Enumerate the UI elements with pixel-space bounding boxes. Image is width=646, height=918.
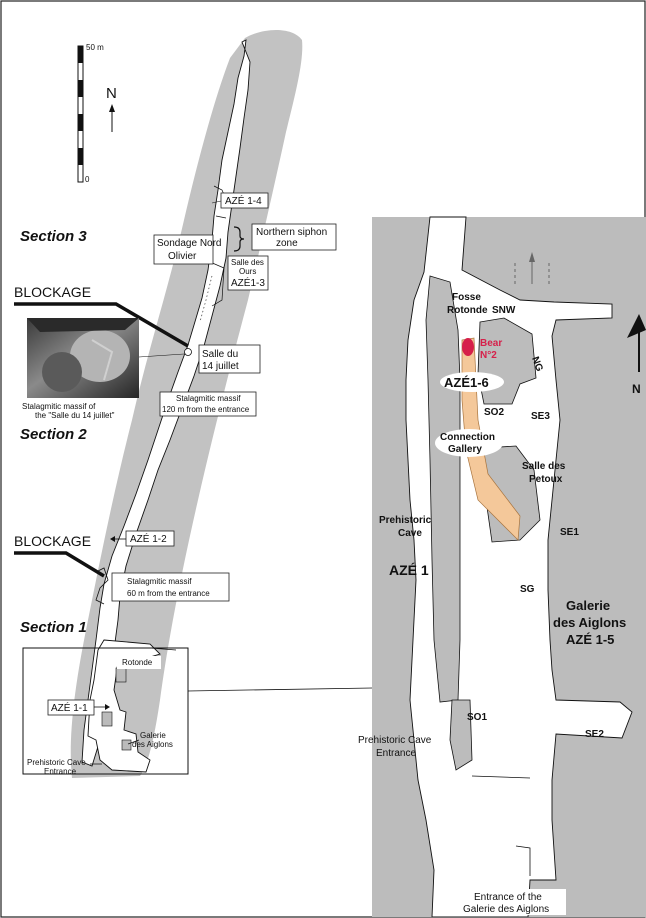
label-so2: SO2 — [484, 407, 504, 418]
label-salle-ours-2: Ours — [239, 267, 256, 276]
label-aze-1-3: AZÉ1-3 — [231, 276, 265, 289]
label-northern-siphon-1: Northern siphon — [256, 227, 327, 238]
label-stal-60-1: Stalagmitic massif — [127, 577, 192, 586]
photo-caption-line2: the "Salle du 14 juillet" — [35, 411, 115, 420]
dashed-arrows — [514, 252, 550, 284]
inset-connector — [187, 687, 373, 692]
label-prehistoric-cave-2: Cave — [398, 528, 422, 539]
label-salle-14-1: Salle du — [202, 349, 238, 360]
stalagmite-photo — [27, 318, 139, 398]
label-snw: SNW — [492, 305, 516, 316]
label-sondage-1: Sondage Nord — [157, 238, 222, 249]
label-stal-120-2: 120 m from the entrance — [162, 405, 250, 414]
svg-text:N: N — [106, 85, 117, 102]
label-northern-siphon-2: zone — [276, 238, 298, 249]
label-aze-1-2: AZÉ 1-2 — [130, 532, 167, 545]
blockage-leader-upper — [14, 302, 189, 348]
label-salle-petoux-2: Petoux — [529, 474, 563, 485]
label-aiglons-entrance-2: Galerie des Aiglons — [463, 904, 549, 915]
label-aze-1-1: AZÉ 1-1 — [51, 701, 88, 714]
label-stal-120-1: Stalagmitic massif — [176, 394, 241, 403]
label-stal-60-2: 60 m from the entrance — [127, 589, 210, 598]
label-aze-1-4: AZÉ 1-4 — [225, 194, 262, 207]
svg-text:N: N — [632, 382, 641, 396]
label-salle-14-2: 14 juillet — [202, 361, 239, 372]
label-prehistoric-cave-1: Prehistoric — [379, 515, 432, 526]
label-galerie-aiglons-1: Galerie — [566, 598, 610, 613]
scale-label-bottom: 0 — [85, 175, 90, 184]
label-salle-ours-1: Salle des — [231, 258, 264, 267]
detail-map: N Fosse Rotonde SNW NG Bear N°2 AZÉ1-6 S… — [358, 216, 646, 918]
label-se1: SE1 — [560, 527, 579, 538]
label-galerie-1: Galerie — [140, 731, 166, 740]
section-1-inset-box — [22, 647, 189, 775]
label-prehist-entrance-1: Prehistoric Cave — [27, 758, 86, 767]
bear-marker — [462, 338, 474, 356]
section-1-label: Section 1 — [20, 619, 87, 636]
label-connection-2: Gallery — [448, 444, 482, 455]
label-prehist-cave-entrance-1: Prehistoric Cave — [358, 735, 432, 746]
blockage-leader-lower — [14, 551, 105, 578]
label-bear-2: N°2 — [480, 350, 497, 361]
scale-bar: 50 m 0 — [77, 43, 104, 184]
blockage-label-upper: BLOCKAGE — [14, 284, 91, 300]
label-fosse-2: Rotonde — [447, 305, 488, 316]
label-salle-petoux-1: Salle des — [522, 461, 566, 472]
label-galerie-aiglons-3: AZÉ 1-5 — [566, 632, 614, 647]
label-aze-1-6: AZÉ1-6 — [444, 375, 489, 390]
label-fosse-1: Fosse — [452, 292, 481, 303]
label-so1: SO1 — [467, 712, 487, 723]
label-aiglons-entrance-1: Entrance of the — [474, 892, 542, 903]
north-arrow-overview: N — [106, 85, 117, 132]
section-3-label: Section 3 — [20, 228, 87, 245]
label-galerie-2: des Aiglons — [132, 740, 173, 749]
label-prehist-cave-entrance-2: Entrance — [376, 748, 416, 759]
label-rotonde: Rotonde — [122, 658, 153, 667]
section-2-label: Section 2 — [20, 426, 87, 443]
label-prehist-entrance-2: Entrance — [44, 767, 77, 776]
overview-map: 50 m 0 N Section 3 Section 2 Section 1 B… — [14, 30, 373, 778]
label-se3: SE3 — [531, 411, 550, 422]
label-bear-1: Bear — [480, 338, 502, 349]
label-ng: NG — [529, 355, 545, 373]
label-sondage-2: Olivier — [168, 251, 197, 262]
label-sg: SG — [520, 584, 535, 595]
north-arrow-detail: N — [627, 314, 646, 396]
detail-pillar-south — [449, 699, 473, 771]
label-connection-1: Connection — [440, 432, 495, 443]
photo-caption-line1: Stalagmitic massif of — [22, 402, 96, 411]
label-aze-1: AZÉ 1 — [389, 562, 429, 578]
scale-label-top: 50 m — [86, 43, 104, 52]
label-galerie-aiglons-2: des Aiglons — [553, 615, 626, 630]
blockage-label-lower: BLOCKAGE — [14, 533, 91, 549]
label-se2: SE2 — [585, 729, 604, 740]
